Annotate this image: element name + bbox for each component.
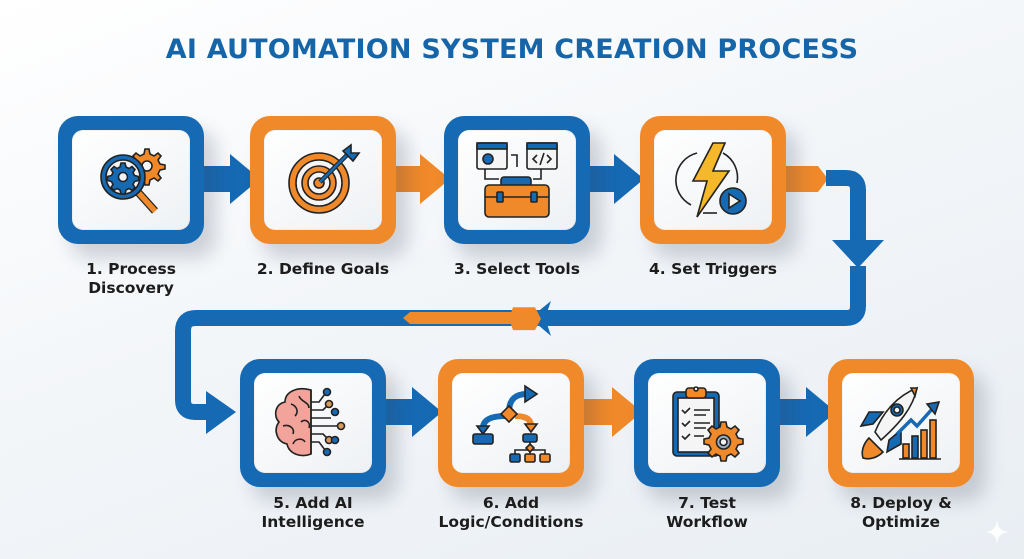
step-2-card [250,116,396,244]
clipboard-gear-icon [672,386,744,462]
diagram-title: AI AUTOMATION SYSTEM CREATION PROCESS [165,34,859,65]
arrow-2-to-3 [392,154,450,204]
target-arrow-icon [288,143,361,214]
step-1-card [58,116,204,244]
step-6-label: 6. Add Logic/Conditions [438,494,584,531]
step-5-card [240,359,386,487]
step-5-label: 5. Add AI Intelligence [261,494,365,531]
step-7-label: 7. Test Workflow [666,494,748,531]
arrow-6-to-7 [584,387,642,437]
arrow-7-to-8 [778,387,836,437]
arrow-4-to-5 [175,166,884,434]
brain-circuit-icon [274,387,346,457]
sparkle-icon [985,520,1009,544]
rocket-growth-icon [859,386,941,460]
arrow-5-to-6 [384,387,442,437]
magnifier-gear-icon [100,148,166,214]
step-4-label: 4. Set Triggers [649,260,777,278]
step-6-card [438,359,584,487]
step-7-card [634,359,780,487]
step-8-card [828,359,974,487]
toolbox-icon [476,142,558,218]
step-1-label: 1. Process Discovery [86,260,176,297]
arrow-3-to-4 [586,154,644,204]
step-4-card [640,116,786,244]
step-3-card [444,116,590,244]
lightning-trigger-icon [675,142,747,218]
branching-logic-icon [472,384,551,463]
step-8-label: 8. Deploy & Optimize [850,494,952,531]
step-3-label: 3. Select Tools [454,260,580,278]
step-2-label: 2. Define Goals [256,260,390,278]
